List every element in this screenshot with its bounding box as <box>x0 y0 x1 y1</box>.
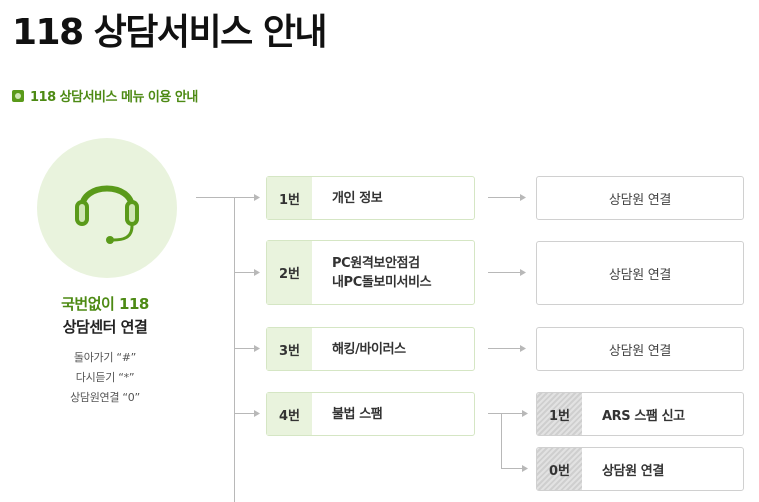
submenu-label: 상담원 연결 <box>602 463 664 479</box>
submenu-number: 0번 <box>537 448 582 490</box>
menu-number: 4번 <box>267 393 312 435</box>
menu-label: 개인 정보 <box>332 190 383 206</box>
headset-icon <box>75 185 139 244</box>
menu-item-3[interactable]: 3번 해킹/바이러스 <box>266 327 475 371</box>
result-operator-2[interactable]: 상담원 연결 <box>536 241 744 305</box>
submenu-operator[interactable]: 0번 상담원 연결 <box>536 447 744 491</box>
menu-label: 해킹/바이러스 <box>332 341 406 357</box>
hint-operator: 상담원연결 “0” <box>70 391 140 404</box>
menu-label-line1: PC원격보안점검 <box>332 255 420 271</box>
page-title: 118 상담서비스 안내 <box>12 12 328 53</box>
submenu-number: 1번 <box>537 393 582 435</box>
hint-back: 돌아가기 “#” <box>73 351 137 364</box>
menu-label: 불법 스팸 <box>332 406 383 422</box>
headset-circle <box>37 138 177 278</box>
menu-number: 3번 <box>267 328 312 370</box>
menu-label: PC원격보안점검 내PC돌보미서비스 <box>312 241 474 304</box>
result-operator-1[interactable]: 상담원 연결 <box>536 176 744 220</box>
left-line1: 국번없이 118 <box>61 295 149 313</box>
menu-label-line2: 내PC돌보미서비스 <box>332 274 432 290</box>
menu-item-2[interactable]: 2번 PC원격보안점검 내PC돌보미서비스 <box>266 240 475 305</box>
menu-number: 1번 <box>267 177 312 219</box>
menu-item-1[interactable]: 1번 개인 정보 <box>266 176 475 220</box>
menu-number: 2번 <box>267 241 312 304</box>
menu-item-4[interactable]: 4번 불법 스팸 <box>266 392 475 436</box>
section-subtitle-text: 118 상담서비스 메뉴 이용 안내 <box>30 90 198 105</box>
left-line2: 상담센터 연결 <box>62 318 148 336</box>
bullet-icon <box>12 89 24 102</box>
submenu-label: ARS 스팸 신고 <box>602 408 685 424</box>
section-subtitle: 118 상담서비스 메뉴 이용 안내 <box>12 86 198 105</box>
result-operator-3[interactable]: 상담원 연결 <box>536 327 744 371</box>
hint-repeat: 다시듣기 “*” <box>75 371 135 384</box>
submenu-ars-spam-report[interactable]: 1번 ARS 스팸 신고 <box>536 392 744 436</box>
